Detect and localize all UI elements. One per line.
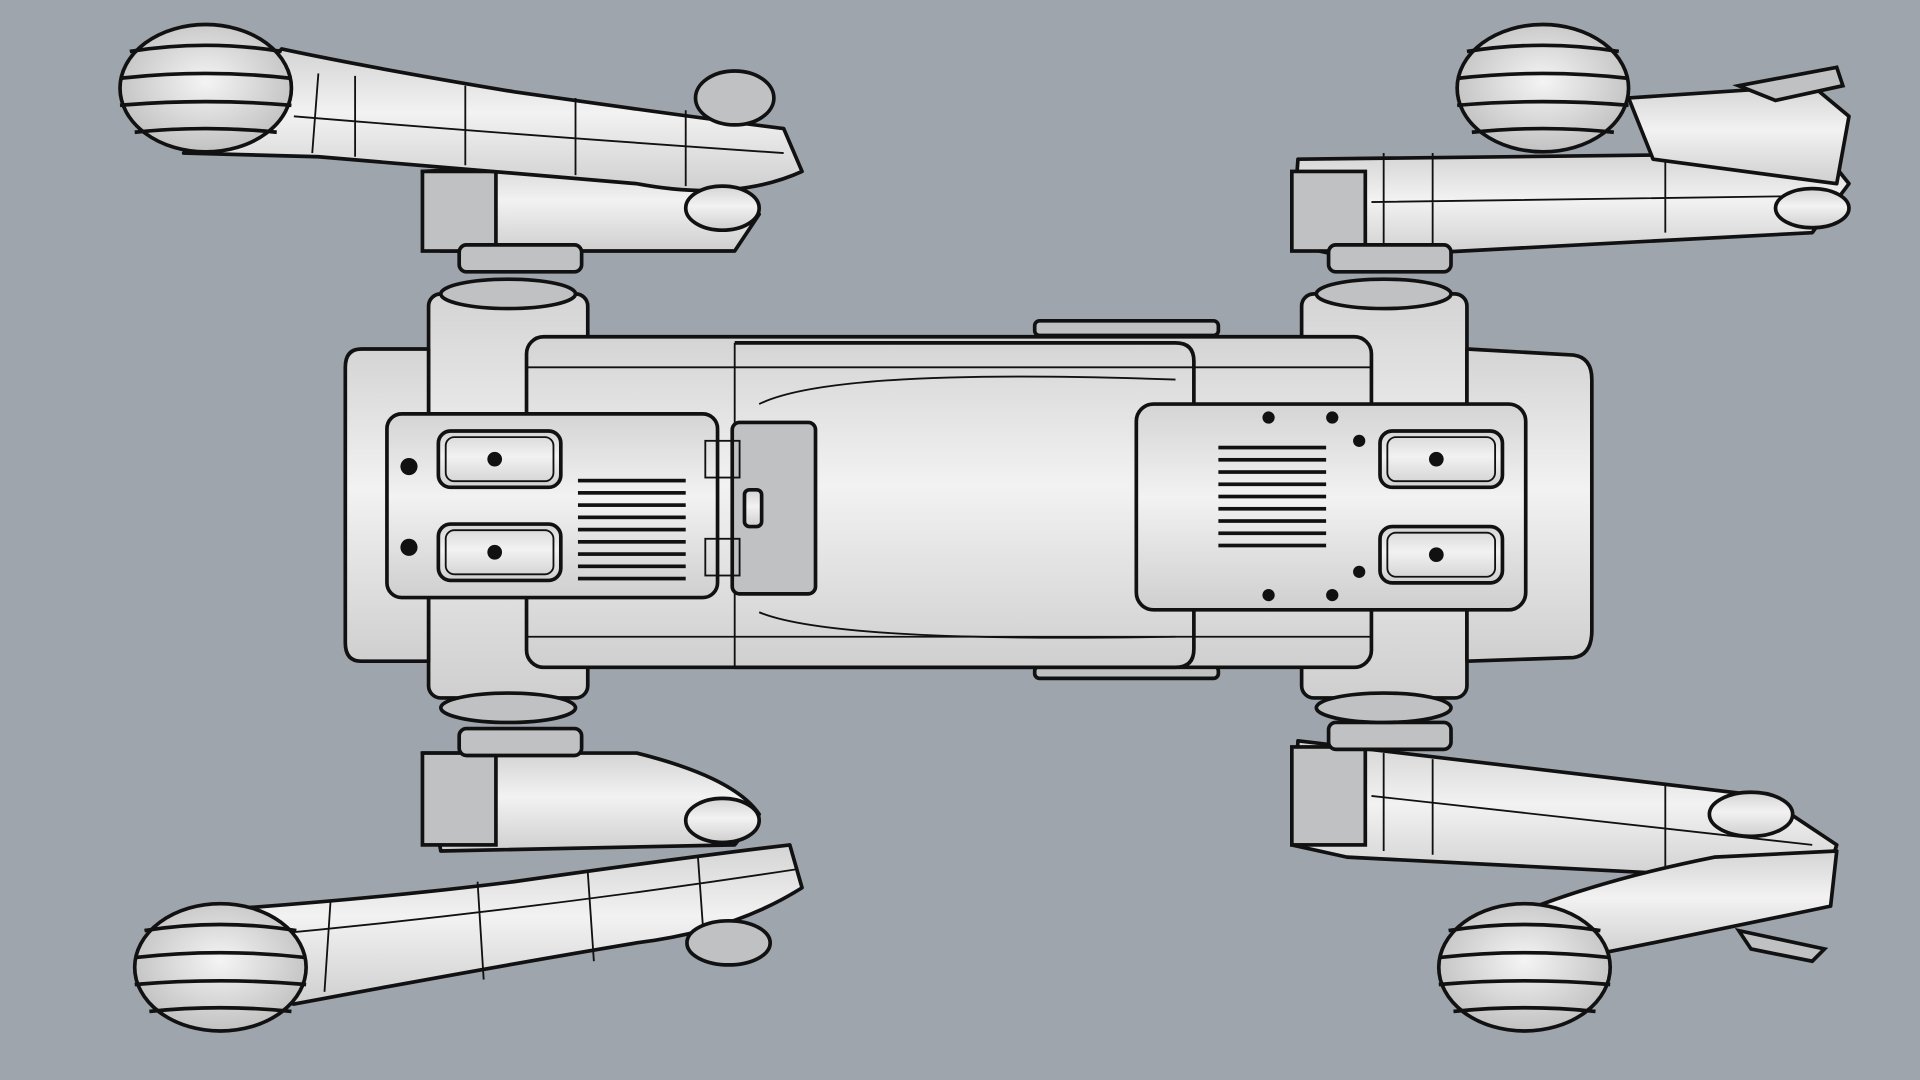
front-left-leg[interactable] xyxy=(118,22,804,274)
mount-pad xyxy=(1378,524,1505,585)
mount-pad xyxy=(1378,429,1505,490)
rear-vent xyxy=(1218,445,1327,548)
robot-body[interactable] xyxy=(343,277,1594,725)
front-right-leg[interactable] xyxy=(1290,22,1851,274)
mount-pad xyxy=(436,429,563,490)
front-vent xyxy=(577,478,686,581)
mount-pad xyxy=(436,522,563,583)
rear-left-leg[interactable] xyxy=(132,726,804,1033)
rear-right-leg[interactable] xyxy=(1290,720,1839,1033)
